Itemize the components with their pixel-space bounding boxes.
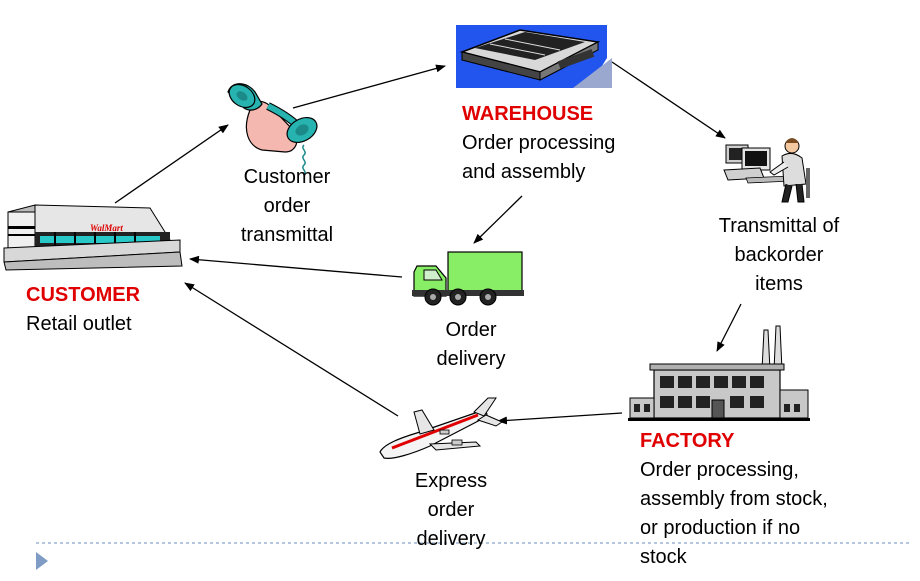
flow-arrows [114, 61, 742, 425]
arrow-warehouse-to-truck [473, 195, 523, 244]
plane-icon [379, 397, 504, 459]
computer-line-2: backorder [734, 244, 824, 266]
phone-label: Customer order transmittal [222, 163, 352, 250]
factory-line-3: or production if no [640, 517, 801, 539]
computer-label: Transmittal of backorder items [694, 212, 864, 299]
arrow-plane-to-customer [184, 282, 399, 417]
truck-label: Order delivery [416, 316, 526, 374]
arrow-factory-to-plane [497, 412, 623, 425]
plane-label: Express order delivery [392, 467, 510, 554]
store-sign: WalMart [90, 223, 123, 233]
truck-line-2: delivery [436, 348, 506, 370]
truck-line-1: Order [445, 319, 497, 341]
factory-title: FACTORY [640, 430, 735, 452]
plane-line-1: Express [414, 470, 488, 492]
truck-icon [412, 251, 524, 306]
phone-icon [227, 83, 318, 176]
arrow-warehouse-to-computer [611, 61, 726, 139]
plane-line-2: order [427, 499, 475, 521]
store-icon: WalMart [3, 204, 183, 271]
computer-operator-icon [723, 138, 810, 203]
factory-line-2: assembly from stock, [640, 488, 828, 510]
factory-label: FACTORY Order processing, assembly from … [640, 427, 828, 572]
computer-line-3: items [755, 273, 803, 295]
arrow-customer-to-phone [114, 124, 229, 204]
arrow-phone-to-warehouse [292, 64, 446, 109]
factory-line-4: stock [640, 546, 687, 568]
warehouse-line-2: and assembly [462, 161, 586, 183]
customer-line-1: Retail outlet [26, 313, 132, 335]
phone-line-1: Customer [243, 166, 331, 188]
customer-label: CUSTOMER Retail outlet [26, 281, 140, 339]
customer-title: CUSTOMER [26, 284, 141, 306]
warehouse-line-1: Order processing [462, 132, 616, 154]
arrow-truck-to-customer [189, 255, 403, 278]
plane-line-3: delivery [416, 528, 486, 550]
warehouse-title: WAREHOUSE [462, 103, 594, 125]
phone-line-3: transmittal [240, 224, 334, 246]
warehouse-label: WAREHOUSE Order processing and assembly [462, 100, 615, 187]
footer-triangle-marker [36, 552, 48, 570]
warehouse-icon [456, 25, 612, 88]
factory-icon [628, 325, 810, 421]
factory-line-1: Order processing, [640, 459, 799, 481]
phone-line-2: order [263, 195, 311, 217]
computer-line-1: Transmittal of [718, 215, 840, 237]
arrow-computer-to-factory [716, 303, 742, 352]
